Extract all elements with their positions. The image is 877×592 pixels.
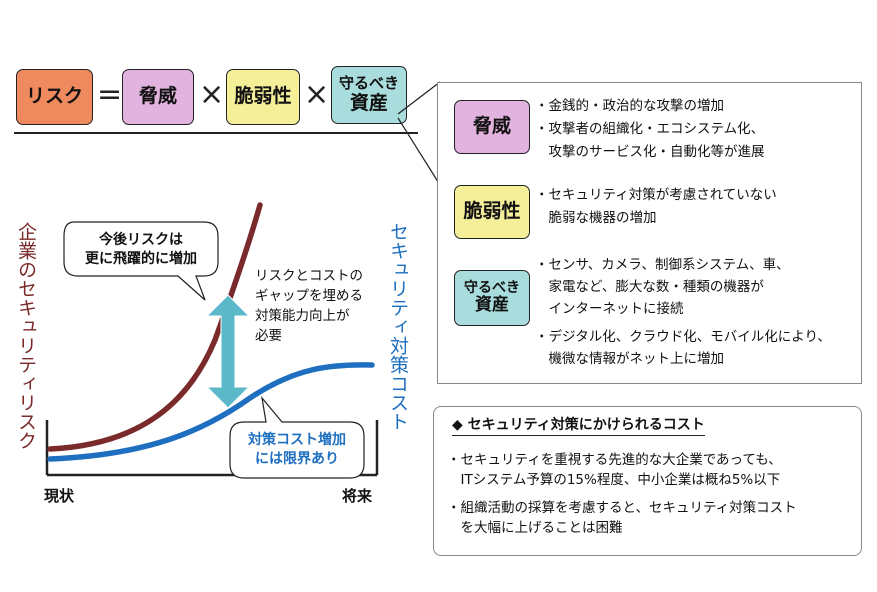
cost-bubble-line1: 対策コスト増加 <box>248 432 346 448</box>
x-end-label: 将来 <box>342 487 373 505</box>
asset-item-4: ・デジタル化、クラウド化、モバイル化により、 <box>535 329 831 345</box>
asset-item-2: 家電など、膨大な数・種類の機器が <box>535 279 764 295</box>
vuln-item-1: ・セキュリティ対策が考慮されていない <box>535 187 777 203</box>
cost-item-1: ・セキュリティを重視する先進的な大企業であっても、 <box>447 452 782 468</box>
cost-item-2: ITシステム予算の15%程度、中小企業は概ね5%以下 <box>447 472 781 488</box>
factor-vulnerability-label: 脆弱性 <box>463 200 521 223</box>
times-sign-2: × <box>304 77 330 112</box>
gap-text-line2: ギャップを埋める <box>255 288 363 304</box>
factor-asset-box: 守るべき 資産 <box>454 270 530 326</box>
times-sign-1: × <box>199 77 225 112</box>
cost-item-3: ・組織活動の採算を考慮すると、セキュリティ対策コスト <box>447 500 797 516</box>
risk-bubble <box>63 221 219 301</box>
cost-bubble-text: 対策コスト増加 には限界あり <box>230 431 364 469</box>
threat-item-2: ・攻撃者の組織化・エコシステム化、 <box>535 121 765 137</box>
left-axis-label: 企業のセキュリティリスク <box>15 222 37 450</box>
equals-sign: = <box>97 77 123 112</box>
threat-label: 脅威 <box>138 85 177 108</box>
factor-vulnerability-box: 脆弱性 <box>454 185 530 239</box>
gap-text-line4: 必要 <box>255 328 282 344</box>
cost-panel <box>433 406 862 556</box>
risk-box: リスク <box>16 69 93 125</box>
risk-curve <box>47 202 263 452</box>
gap-text-line3: 対策能力向上が <box>255 308 350 324</box>
cost-item-4: を大幅に上げることは困難 <box>447 520 623 536</box>
threat-box: 脅威 <box>122 69 194 125</box>
right-axis-label: セキュリティ対策コスト <box>387 222 409 431</box>
asset-label-line2: 資産 <box>349 91 388 114</box>
factor-threat-label: 脅威 <box>472 115 511 138</box>
factor-asset-label-line1: 守るべき <box>464 280 520 297</box>
asset-item-1: ・センサ、カメラ、制御系システム、車、 <box>535 257 790 273</box>
vulnerability-label: 脆弱性 <box>234 85 292 108</box>
vulnerability-box: 脆弱性 <box>226 69 300 125</box>
risk-label: リスク <box>25 85 83 108</box>
cost-curve <box>47 362 375 462</box>
risk-bubble-line2: 更に飛躍的に増加 <box>85 251 197 267</box>
risk-bubble-text: 今後リスクは 更に飛躍的に増加 <box>64 231 218 269</box>
x-start-label: 現状 <box>44 487 75 505</box>
vuln-item-2: 脆弱な機器の増加 <box>535 210 657 226</box>
threat-item-3: 攻撃のサービス化・自動化等が進展 <box>535 144 765 160</box>
gap-double-arrow <box>205 294 251 409</box>
cost-panel-title: ◆ セキュリティ対策にかけられるコスト <box>452 415 705 436</box>
factor-threat-box: 脅威 <box>454 100 530 154</box>
asset-item-3: インターネットに接続 <box>535 301 684 317</box>
cost-bubble-line2: には限界あり <box>255 451 339 467</box>
gap-text: リスクとコストの ギャップを埋める 対策能力向上が 必要 <box>255 266 363 346</box>
asset-label-line1: 守るべき <box>338 74 399 93</box>
threat-item-1: ・金銭的・政治的な攻撃の増加 <box>535 98 724 114</box>
factor-asset-label-line2: 資産 <box>475 295 509 316</box>
asset-item-5: 機微な情報がネット上に増加 <box>535 351 724 367</box>
cost-bubble <box>229 395 365 479</box>
asset-box: 守るべき 資産 <box>331 66 407 124</box>
gap-text-line1: リスクとコストの <box>255 268 363 284</box>
risk-bubble-line1: 今後リスクは <box>99 232 183 248</box>
